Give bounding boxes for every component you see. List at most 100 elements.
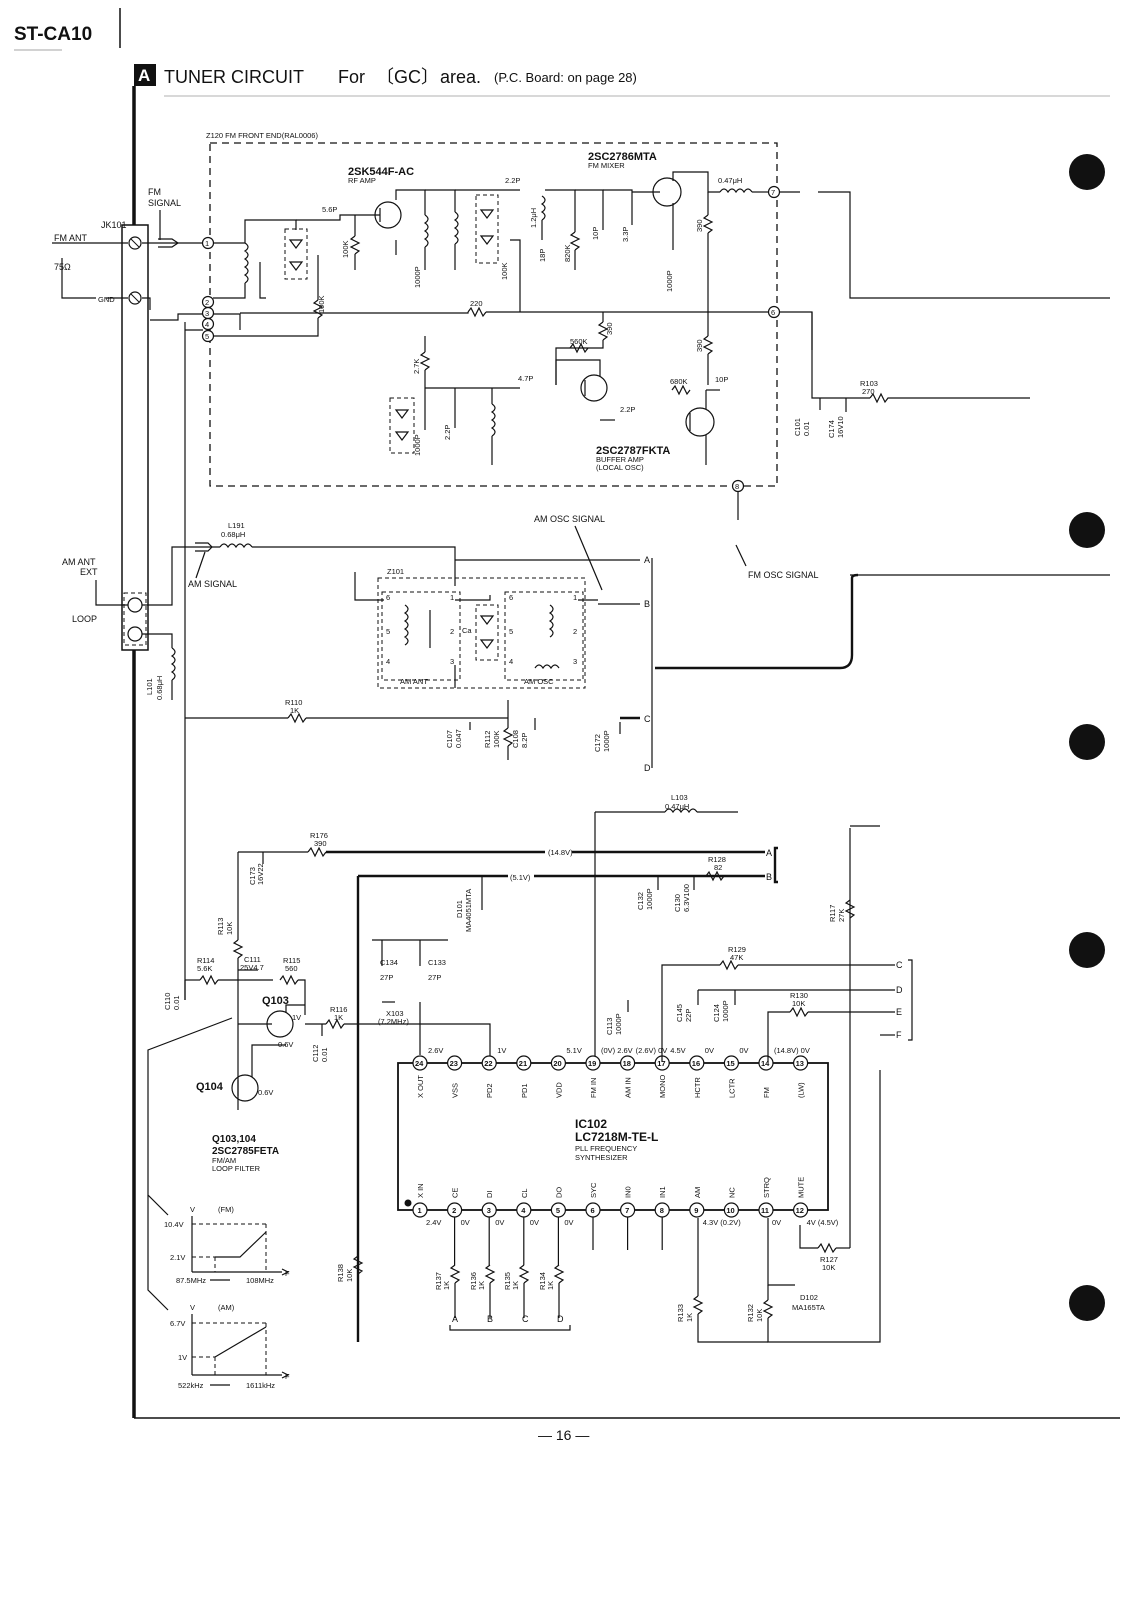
- am-vco-graph: V (AM) F 6.7V 1V 522kHz 1611kHz: [170, 1303, 290, 1390]
- svg-text:15: 15: [726, 1059, 734, 1068]
- r680k-label: 680K: [670, 377, 688, 386]
- l103-value: 0.47μH: [665, 802, 689, 811]
- c145-value: 22P: [684, 1009, 693, 1022]
- d101-label: D101: [455, 900, 464, 918]
- c111-value: 25V4.7: [240, 963, 264, 972]
- l191-label: L191: [228, 521, 245, 530]
- osc-part: 2SC2787FKTA: [596, 445, 670, 457]
- svg-text:SYC: SYC: [589, 1182, 598, 1198]
- conn-bottom-d: D: [557, 1314, 564, 1324]
- svg-text:0V: 0V: [564, 1218, 573, 1227]
- am-osc-signal-label: AM OSC SIGNAL: [534, 514, 605, 524]
- svg-text:1K: 1K: [442, 1281, 451, 1290]
- q103-label: Q103: [262, 995, 289, 1007]
- ic-pin-13: 13(LW): [792, 1055, 809, 1098]
- c130-value: 6.3V100: [682, 884, 691, 912]
- conn-top-b: B: [644, 599, 650, 609]
- z101-block: [377, 577, 586, 689]
- c1000p-c-label: 1000P: [413, 434, 422, 456]
- rf-amp-desc: RF AMP: [348, 176, 376, 185]
- svg-text:VSS: VSS: [451, 1083, 460, 1098]
- section-letter: A: [138, 66, 150, 85]
- svg-text:2: 2: [205, 298, 209, 307]
- r113-label: R113: [216, 918, 225, 935]
- svg-text:5: 5: [509, 627, 513, 636]
- svg-text:12: 12: [796, 1206, 804, 1215]
- rf-amp-fet: [374, 201, 402, 229]
- c172-label: C172: [593, 734, 602, 752]
- c124-label: C124: [712, 1004, 721, 1022]
- jack-jk101: [121, 224, 149, 651]
- svg-text:CL: CL: [520, 1188, 529, 1198]
- l191-value: 0.68μH: [221, 530, 245, 539]
- ic-desc-1: PLL FREQUENCY: [575, 1144, 637, 1153]
- conn-ic-c: C: [896, 960, 903, 970]
- svg-text:2: 2: [573, 627, 577, 636]
- c1000p-b-label: 1000P: [665, 270, 674, 292]
- svg-text:NC: NC: [727, 1187, 736, 1198]
- q-desc-2: LOOP FILTER: [212, 1164, 261, 1173]
- svg-text:108MHz: 108MHz: [246, 1276, 274, 1285]
- fm-vco-graph: V (FM) F 10.4V 2.1V 87.5MHz 108MHz: [164, 1205, 290, 1285]
- r132-value: 10K: [755, 1309, 764, 1322]
- r100k-b-label: 100K: [341, 240, 350, 258]
- r176-label: R176: [310, 831, 328, 840]
- svg-text:4: 4: [205, 320, 209, 329]
- r114-value: 5.6K: [197, 964, 212, 973]
- am-ext-label: EXT: [80, 567, 98, 577]
- svg-text:DO: DO: [554, 1187, 563, 1198]
- am-osc-block-label: AM OSC: [524, 677, 554, 686]
- mixer-part: 2SC2786MTA: [588, 151, 657, 163]
- r128-label: R128: [708, 855, 726, 864]
- svg-text:20: 20: [553, 1059, 561, 1068]
- svg-text:F: F: [285, 1269, 290, 1278]
- conn-ic-e: E: [896, 1007, 902, 1017]
- ic-pin-1: 1X IN2.4V: [412, 1183, 441, 1227]
- area-label: area.: [440, 67, 481, 87]
- svg-text:(AM): (AM): [218, 1303, 235, 1312]
- r138-value: 10K: [345, 1269, 354, 1282]
- svg-text:PD2: PD2: [485, 1083, 494, 1098]
- r103-value: 270: [862, 387, 875, 396]
- svg-text:87.5MHz: 87.5MHz: [176, 1276, 206, 1285]
- r127-label: R127: [820, 1255, 838, 1264]
- svg-text:6: 6: [509, 593, 513, 602]
- svg-text:VDD: VDD: [554, 1082, 563, 1098]
- c47p-label: 4.7P: [518, 374, 533, 383]
- c111-label: C111: [244, 955, 261, 964]
- svg-text:X OUT: X OUT: [416, 1075, 425, 1098]
- c18p-label: 18P: [538, 249, 547, 262]
- conn-ic-d: D: [896, 985, 903, 995]
- svg-text:HCTR: HCTR: [693, 1077, 702, 1098]
- l047uh-label: 0.47μH: [718, 176, 742, 185]
- osc-varactor-pair: [389, 397, 415, 454]
- fm-signal-label-1: FM: [148, 187, 161, 197]
- d102-part: MA165TA: [792, 1303, 825, 1312]
- c130-label: C130: [673, 894, 682, 912]
- model-number: ST-CA10: [14, 24, 92, 45]
- svg-text:5.1V: 5.1V: [566, 1046, 581, 1055]
- svg-text:STRQ: STRQ: [762, 1177, 771, 1198]
- ic-top-pins: 24X OUT2.6V23VSS22PD21V21PD120VDD5.1V19F…: [412, 1046, 810, 1098]
- r133-value: 1K: [685, 1313, 694, 1322]
- svg-text:6.7V: 6.7V: [170, 1319, 185, 1328]
- svg-text:19: 19: [588, 1059, 596, 1068]
- binding-hole: [1069, 932, 1105, 968]
- am-ant-label: AM ANT: [62, 557, 96, 567]
- r390-c-label: 390: [695, 339, 704, 352]
- r390-b-label: 390: [605, 322, 614, 335]
- svg-text:0V: 0V: [530, 1218, 539, 1227]
- c22p-c-label: 2.2P: [620, 405, 635, 414]
- r138-label: R138: [336, 1264, 345, 1282]
